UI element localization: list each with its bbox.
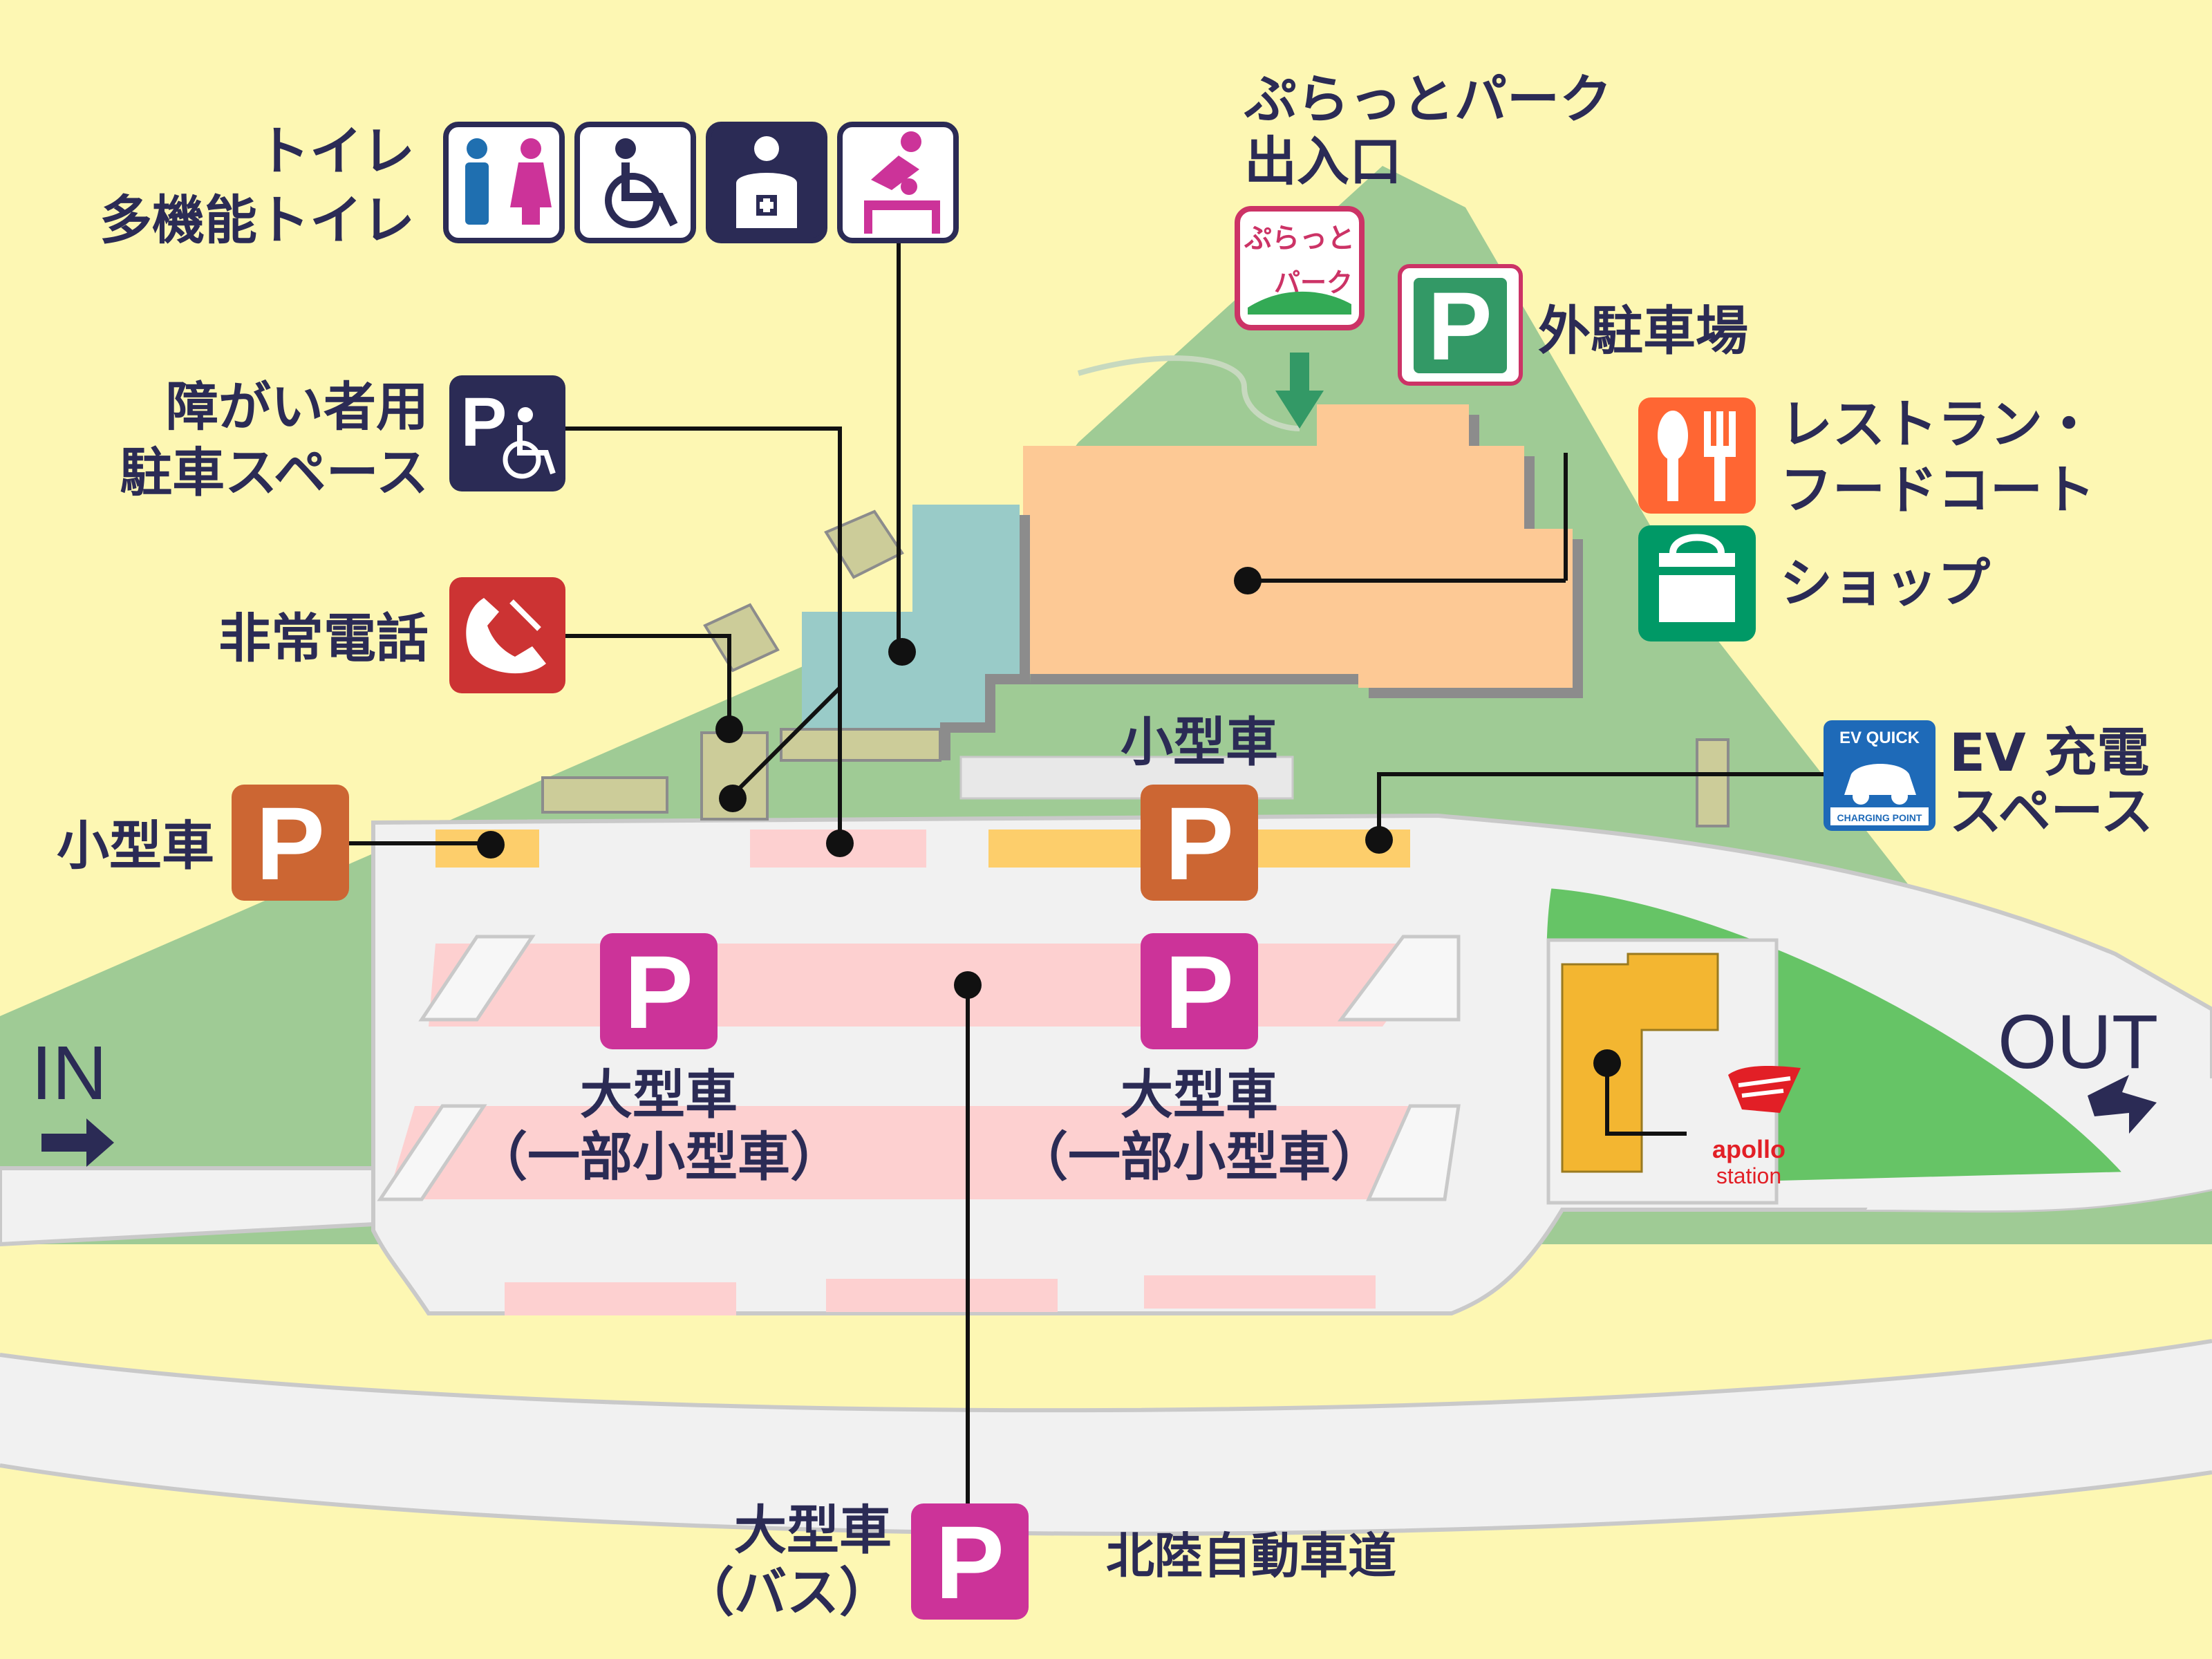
multipurpose-toilet-icon xyxy=(706,122,827,243)
ev-label-line1: EV 充電 xyxy=(1949,722,2149,783)
shopping-bag-icon xyxy=(1638,525,1756,641)
bus-parking-p: P xyxy=(935,1504,1004,1620)
khaki-structure-3 xyxy=(541,776,668,814)
plat-park-path xyxy=(1077,355,1300,431)
island-outline-1 xyxy=(418,935,536,1022)
small-parking-left-p: P xyxy=(256,785,325,901)
leader-dots xyxy=(477,567,1621,1077)
large-parking-row-1 xyxy=(429,944,1445,1027)
large-car-b-label-line2: （一部小型車） xyxy=(1015,1126,1383,1188)
ev-charging-icon: EV QUICK CHARGING POINT xyxy=(1824,720,1936,831)
restaurant-label-line2: フードコート xyxy=(1780,459,2095,521)
fork-spoon-icon xyxy=(1638,397,1756,514)
in-arrow-icon xyxy=(41,1118,114,1167)
highway-road xyxy=(0,1341,2212,1534)
small-car-top-label: 小型車 xyxy=(1121,711,1278,773)
large-parking-sign-a: P xyxy=(600,933,718,1050)
khaki-structure-2 xyxy=(780,728,941,762)
plat-park-label-line2: 出入口 xyxy=(1244,131,1402,192)
ev-label-line2: スペース xyxy=(1949,780,2153,842)
shop-label: ショップ xyxy=(1780,552,1990,614)
emergency-phone-icon xyxy=(449,577,565,693)
khaki-structure-5 xyxy=(703,603,780,673)
khaki-structure-6 xyxy=(1696,738,1730,827)
highway-edge xyxy=(0,1463,2212,1536)
large-car-b-label-line1: 大型車 xyxy=(1121,1064,1278,1125)
island-outline-3 xyxy=(377,1104,487,1201)
outside-parking-p: P xyxy=(1427,272,1492,380)
leader-lines xyxy=(346,242,1825,1517)
apollo-line2: station xyxy=(1716,1163,1781,1188)
island-outline-4 xyxy=(1366,1104,1461,1201)
large-car-a-label-line2: （一部小型車） xyxy=(475,1126,843,1188)
baby-changing-icon xyxy=(837,122,959,243)
apollo-station-logo: apollo station xyxy=(1712,1066,1801,1188)
large-parking-b-p: P xyxy=(1165,934,1234,1050)
small-car-left-label: 小型車 xyxy=(57,815,214,877)
emergency-phone-label: 非常電話 xyxy=(218,608,429,669)
disabled-parking-label-line1: 障がい者用 xyxy=(166,376,429,438)
highway-label: 北陸自動車道 xyxy=(1106,1528,1396,1584)
down-arrow-icon xyxy=(1275,353,1324,429)
bus-parking-2 xyxy=(826,1279,1058,1312)
ev-badge-bottom: CHARGING POINT xyxy=(1837,812,1922,823)
bus-parking-3 xyxy=(1144,1275,1376,1309)
island-outline-2 xyxy=(1338,935,1461,1022)
out-label: OUT xyxy=(1998,1000,2158,1085)
ev-badge-top: EV QUICK xyxy=(1839,729,1920,747)
khaki-structure-4 xyxy=(824,509,904,579)
toilet-label-line1: トイレ xyxy=(257,120,415,182)
large-parking-sign-b: P xyxy=(1141,933,1258,1050)
in-label: IN xyxy=(31,1031,107,1116)
out-arrow-icon xyxy=(2088,1075,2157,1134)
outside-parking-label: 外駐車場 xyxy=(1538,300,1748,362)
bus-label-line2: （バス） xyxy=(682,1562,892,1623)
plat-park-icon: ぷらっと パーク xyxy=(1235,206,1365,330)
toilet-building xyxy=(802,505,1020,750)
gas-station-building xyxy=(1561,953,1719,1173)
plat-park-logo-line1: ぷらっと xyxy=(1244,223,1355,254)
disabled-parking-p: P xyxy=(461,384,507,461)
large-car-a-label-line1: 大型車 xyxy=(580,1064,738,1125)
disabled-parking-icon: P xyxy=(449,375,565,491)
bus-parking-1 xyxy=(505,1282,736,1315)
disabled-parking-label-line2: 駐車スペース xyxy=(120,442,429,503)
toilet-label-line2: 多機能トイレ xyxy=(100,189,415,251)
bus-parking-sign: P xyxy=(911,1503,1029,1620)
outside-parking-sign: P xyxy=(1398,264,1523,386)
small-parking-sign-top: P xyxy=(1141,785,1258,901)
plat-park-label-line1: ぷらっとパーク xyxy=(1244,68,1612,130)
wheelchair-icon xyxy=(574,122,696,243)
bus-label-line1: 大型車 xyxy=(734,1499,892,1561)
small-parking-sign-left: P xyxy=(232,785,349,901)
highway-shoulder xyxy=(0,1339,2212,1413)
large-parking-a-p: P xyxy=(624,934,693,1050)
man-woman-toilet-icon xyxy=(443,122,565,243)
main-building xyxy=(1023,404,1573,688)
small-parking-top-p: P xyxy=(1165,785,1234,901)
apollo-line1: apollo xyxy=(1712,1135,1785,1163)
large-parking-row-2 xyxy=(387,1106,1445,1199)
restaurant-label-line1: レストラン・ xyxy=(1780,393,2095,455)
